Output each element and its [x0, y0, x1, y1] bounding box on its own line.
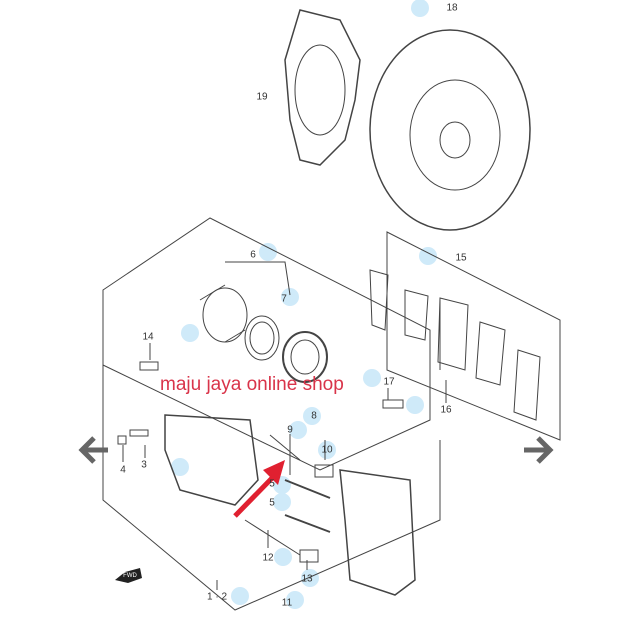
- prev-image-button[interactable]: [76, 432, 112, 468]
- red-pointer-arrow-icon: [233, 460, 285, 518]
- part-label-11[interactable]: 11: [281, 597, 293, 609]
- next-image-button[interactable]: [520, 432, 556, 468]
- fwd-label: FWD: [123, 573, 137, 579]
- part-label-7[interactable]: 7: [281, 293, 287, 305]
- part-label-10[interactable]: 10: [321, 444, 333, 456]
- part-label-4[interactable]: 4: [120, 464, 126, 476]
- part-label-19[interactable]: 19: [256, 91, 268, 103]
- arrow-right-icon: [524, 436, 554, 464]
- shop-watermark: maju jaya online shop: [160, 374, 344, 395]
- part-label-17[interactable]: 17: [383, 376, 395, 388]
- part-label-15[interactable]: 15: [455, 252, 467, 264]
- part-label-6[interactable]: 6: [250, 249, 256, 261]
- fwd-arrow-icon: [115, 568, 142, 583]
- part-label-9[interactable]: 9: [287, 424, 293, 436]
- arrow-left-icon: [78, 436, 108, 464]
- part-label-18[interactable]: 18: [446, 2, 458, 14]
- part-label-3[interactable]: 3: [141, 459, 147, 471]
- hotspot-dots: [171, 0, 437, 609]
- part-label-14[interactable]: 14: [142, 331, 154, 343]
- part-label-5b[interactable]: 5: [269, 497, 275, 509]
- part-label-1-2[interactable]: 1 · 2: [206, 591, 228, 603]
- part-label-13[interactable]: 13: [301, 573, 313, 585]
- part-label-8[interactable]: 8: [311, 410, 317, 422]
- part-label-16[interactable]: 16: [440, 404, 452, 416]
- part-label-5a[interactable]: 5: [269, 478, 275, 490]
- part-label-12[interactable]: 12: [262, 552, 274, 564]
